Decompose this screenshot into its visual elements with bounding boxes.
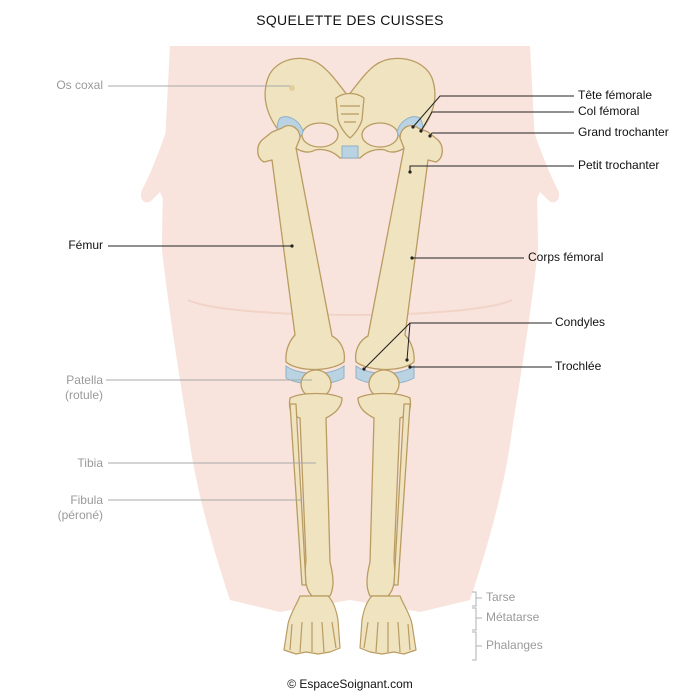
label-fibula-alt: (péroné) <box>57 508 103 522</box>
femurs <box>257 124 443 371</box>
label-femur: Fémur <box>68 238 103 252</box>
label-os-coxal: Os coxal <box>56 78 103 92</box>
label-trochlee: Trochlée <box>555 359 602 373</box>
lower-leg-bones <box>288 392 412 597</box>
left-leaders <box>106 85 316 501</box>
label-corps-femoral: Corps fémoral <box>528 250 604 264</box>
copyright-credit: © EspaceSoignant.com <box>287 677 413 691</box>
page-title: SQUELETTE DES CUISSES <box>256 12 444 28</box>
right-leaders <box>363 95 574 370</box>
label-patella: Patella <box>66 373 103 387</box>
label-metatarse: Métatarse <box>486 610 540 624</box>
label-tibia: Tibia <box>77 456 103 470</box>
leader-dots <box>290 125 432 371</box>
foot-brackets <box>472 591 482 661</box>
label-phalanges: Phalanges <box>486 638 543 652</box>
feet <box>283 595 417 655</box>
label-grand-trochanter: Grand trochanter <box>578 125 669 139</box>
patellas <box>300 369 400 399</box>
label-patella-alt: (rotule) <box>64 388 103 402</box>
label-fibula: Fibula <box>70 493 103 507</box>
label-condyles: Condyles <box>555 315 606 329</box>
label-tete-femorale: Tête fémorale <box>578 88 653 102</box>
pubic-symphysis <box>341 145 359 159</box>
body-silhouette <box>140 46 560 612</box>
label-petit-trochanter: Petit trochanter <box>578 158 660 172</box>
label-col-femoral: Col fémoral <box>578 104 640 118</box>
label-tarse: Tarse <box>486 590 516 604</box>
